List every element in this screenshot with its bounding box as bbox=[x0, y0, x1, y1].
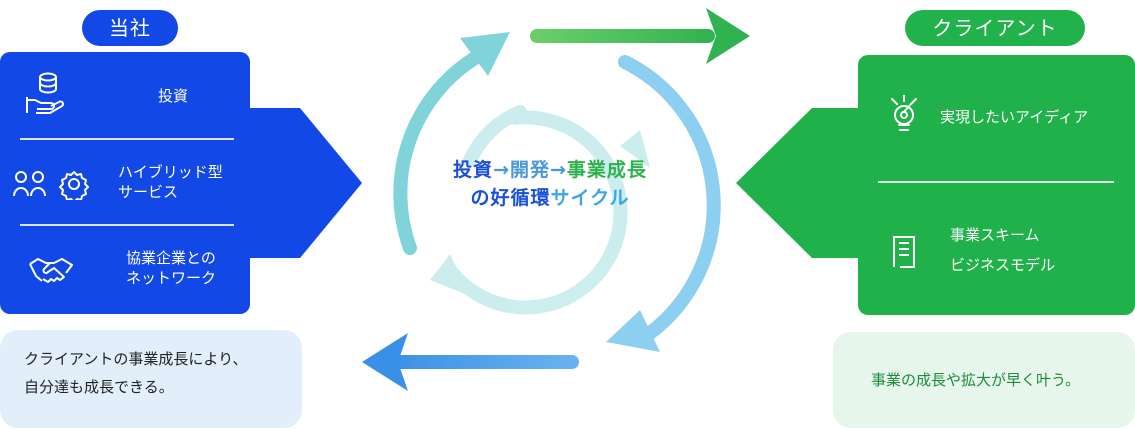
cycle-step-development: 開発 bbox=[509, 159, 550, 181]
cycle-arrow: → bbox=[550, 159, 567, 181]
cycle-arrow: → bbox=[493, 159, 510, 181]
divider bbox=[20, 224, 234, 226]
outer-arc-left bbox=[393, 32, 510, 255]
left-big-arrow bbox=[250, 108, 362, 258]
coins-hand-icon bbox=[24, 70, 64, 114]
cycle-virtuous: の好循環 bbox=[470, 187, 551, 209]
cycle-step-growth: 事業成長 bbox=[566, 159, 647, 181]
divider bbox=[878, 181, 1114, 183]
right-big-arrow bbox=[736, 108, 858, 258]
people-gear-icon bbox=[12, 170, 90, 200]
hybrid-service-line2: サービス bbox=[118, 183, 179, 201]
handshake-icon bbox=[28, 256, 74, 284]
investment-label: 投資 bbox=[158, 87, 189, 105]
hybrid-service-line1: ハイブリッド型 bbox=[118, 163, 223, 181]
partner-network-line1: 協業企業との bbox=[126, 249, 216, 267]
our-company-callout: クライアントの事業成長により、 自分達も成長できる。 bbox=[0, 330, 302, 428]
client-callout: 事業の成長や拡大が早く叶う。 bbox=[833, 332, 1135, 428]
cycle-title-line2: の好循環サイクル bbox=[420, 184, 680, 212]
client-panel: 実現したいアイディア 事業スキーム ビジネスモデル bbox=[858, 55, 1135, 315]
cycle-title-line1: 投資→開発→事業成長 bbox=[420, 156, 680, 184]
client-label: クライアント bbox=[905, 10, 1085, 46]
document-icon bbox=[890, 233, 918, 269]
scheme-label-line1: 事業スキーム bbox=[950, 226, 1040, 244]
outer-arc-right bbox=[606, 55, 721, 352]
top-right-arrow bbox=[530, 8, 750, 64]
idea-label: 実現したいアイディア bbox=[940, 108, 1089, 126]
our-company-panel: 投資 ハイブリッド型 サービス 協業企業との ネットワーク bbox=[0, 52, 250, 314]
lightbulb-icon bbox=[888, 95, 920, 135]
inner-cycle-arrow bbox=[430, 105, 650, 315]
scheme-label-line2: ビジネスモデル bbox=[950, 256, 1056, 274]
divider bbox=[20, 138, 234, 140]
cycle-title: 投資→開発→事業成長 の好循環サイクル bbox=[420, 156, 680, 212]
cycle-word: サイクル bbox=[550, 187, 630, 209]
our-company-label: 当社 bbox=[82, 10, 178, 46]
partner-network-line2: ネットワーク bbox=[126, 269, 217, 287]
callout-line2: 自分達も成長できる。 bbox=[24, 378, 174, 396]
bottom-left-arrow bbox=[362, 333, 579, 391]
cycle-step-investment: 投資 bbox=[453, 159, 494, 181]
callout-line1: クライアントの事業成長により、 bbox=[24, 350, 248, 368]
